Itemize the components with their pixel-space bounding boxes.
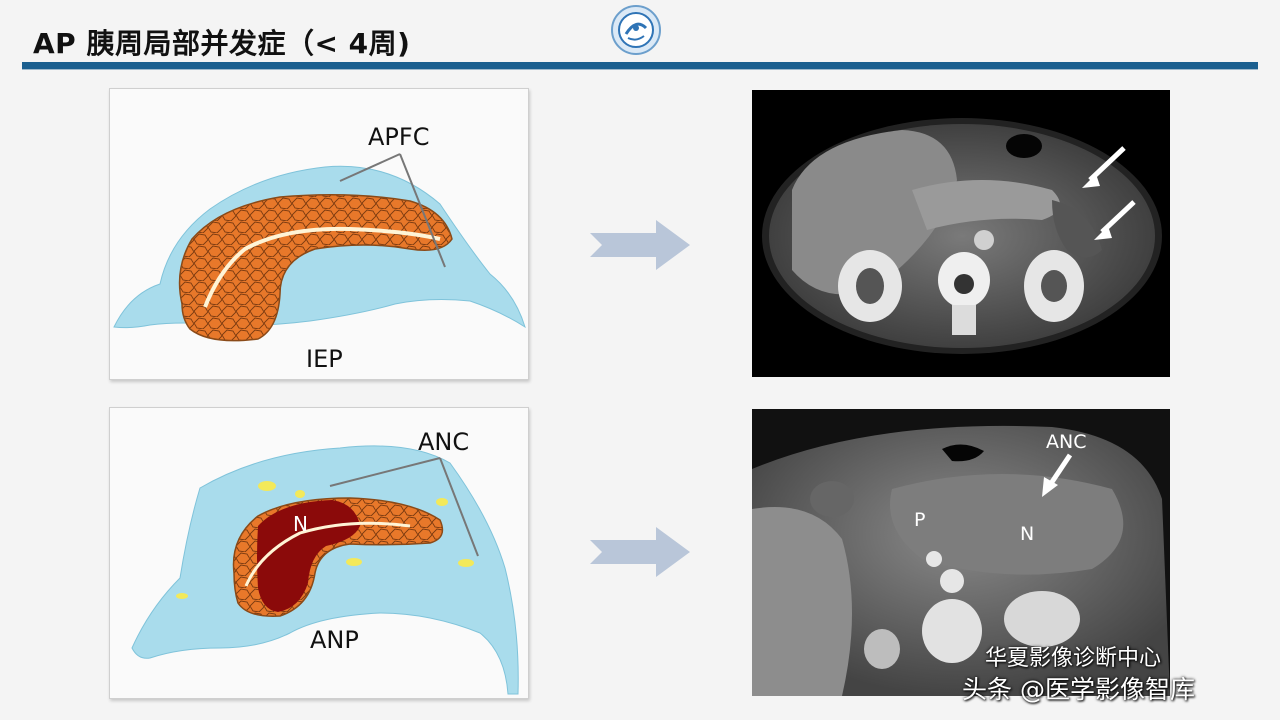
right-arrow-icon [590,527,690,577]
pancreatic-duct [203,226,441,308]
pancreatic-duct [244,521,411,587]
title-rule [22,62,1258,69]
apfc-label: APFC [368,123,430,151]
slide-title: AP 胰周局部并发症（< 4周) [33,27,411,60]
anc-label: ANC [418,428,470,456]
ct-anc-label: ANC [1046,431,1087,453]
iep-label: IEP [306,345,343,373]
necrosis-label: N [293,512,308,536]
top-ct-image [752,90,1170,377]
right-arrow-icon [590,220,690,270]
top-diagram-panel: APFC IEP [109,88,529,380]
bottom-ct-image: ANC P N [752,409,1170,696]
bottom-diagram-panel: ANC N ANP [109,407,529,699]
peripancreatic-fluid [131,445,519,695]
ct-n-label: N [1020,523,1035,545]
necrotic-tissue [257,500,360,612]
anp-diagram [131,445,519,695]
anp-label: ANP [310,626,359,654]
title-rule-thin [22,69,1258,70]
ct-p-label: P [914,509,926,531]
watermark-line1: 华夏影像诊断中心 [985,646,1162,671]
hospital-logo-icon [608,4,664,56]
watermark-line2: 头条 @医学影像智库 [962,675,1195,704]
iep-diagram [113,153,526,342]
